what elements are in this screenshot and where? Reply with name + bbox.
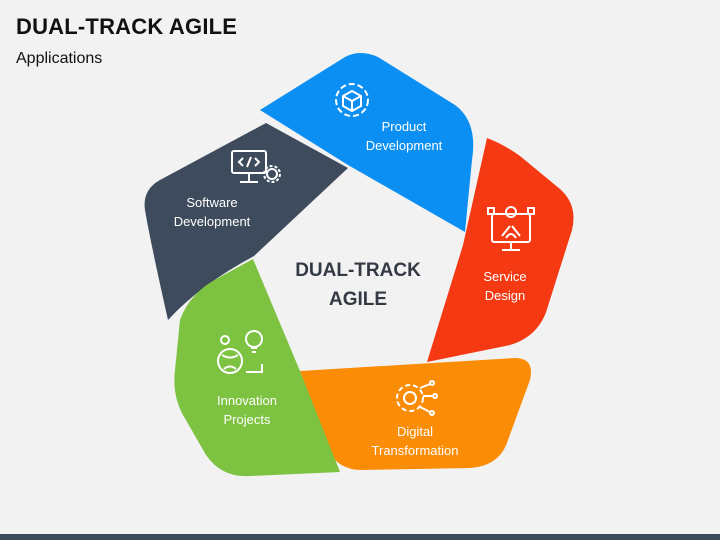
digital-chip-icon xyxy=(396,380,438,416)
monitor-code-icon xyxy=(231,150,281,183)
segment-software-development: Software Development xyxy=(144,123,348,320)
segment-product-development: Product Development xyxy=(260,53,474,232)
segment-shape xyxy=(300,358,531,470)
segment-label-line2: Design xyxy=(485,288,525,303)
center-label-line1: DUAL-TRACK xyxy=(295,260,421,281)
page-title: DUAL-TRACK AGILE xyxy=(16,14,238,39)
segment-digital-transformation: Digital Transformation xyxy=(300,358,531,470)
bottom-accent-bar xyxy=(0,534,720,540)
center-label-line2: AGILE xyxy=(329,289,387,310)
segment-shape xyxy=(144,123,348,320)
segment-label-line1: Digital xyxy=(397,424,433,439)
globe-bulb-icon xyxy=(217,330,263,374)
segment-label-line1: Innovation xyxy=(217,393,277,408)
page-subtitle: Applications xyxy=(16,50,103,67)
segment-label-line2: Development xyxy=(366,138,443,153)
segment-label-line2: Projects xyxy=(224,412,271,427)
cube-gear-icon xyxy=(335,83,369,117)
design-tools-icon xyxy=(487,206,535,251)
segment-shape xyxy=(427,138,574,362)
segment-service-design: Service Design xyxy=(427,138,574,362)
segment-label-line1: Software xyxy=(186,195,237,210)
segment-innovation-projects: Innovation Projects xyxy=(174,259,340,477)
segment-label-line1: Service xyxy=(483,269,526,284)
segment-label-line2: Transformation xyxy=(372,443,459,458)
segment-label-line1: Product xyxy=(382,119,427,134)
segment-shape xyxy=(174,259,340,477)
segment-label-line2: Development xyxy=(174,214,251,229)
segment-shape xyxy=(260,53,474,232)
